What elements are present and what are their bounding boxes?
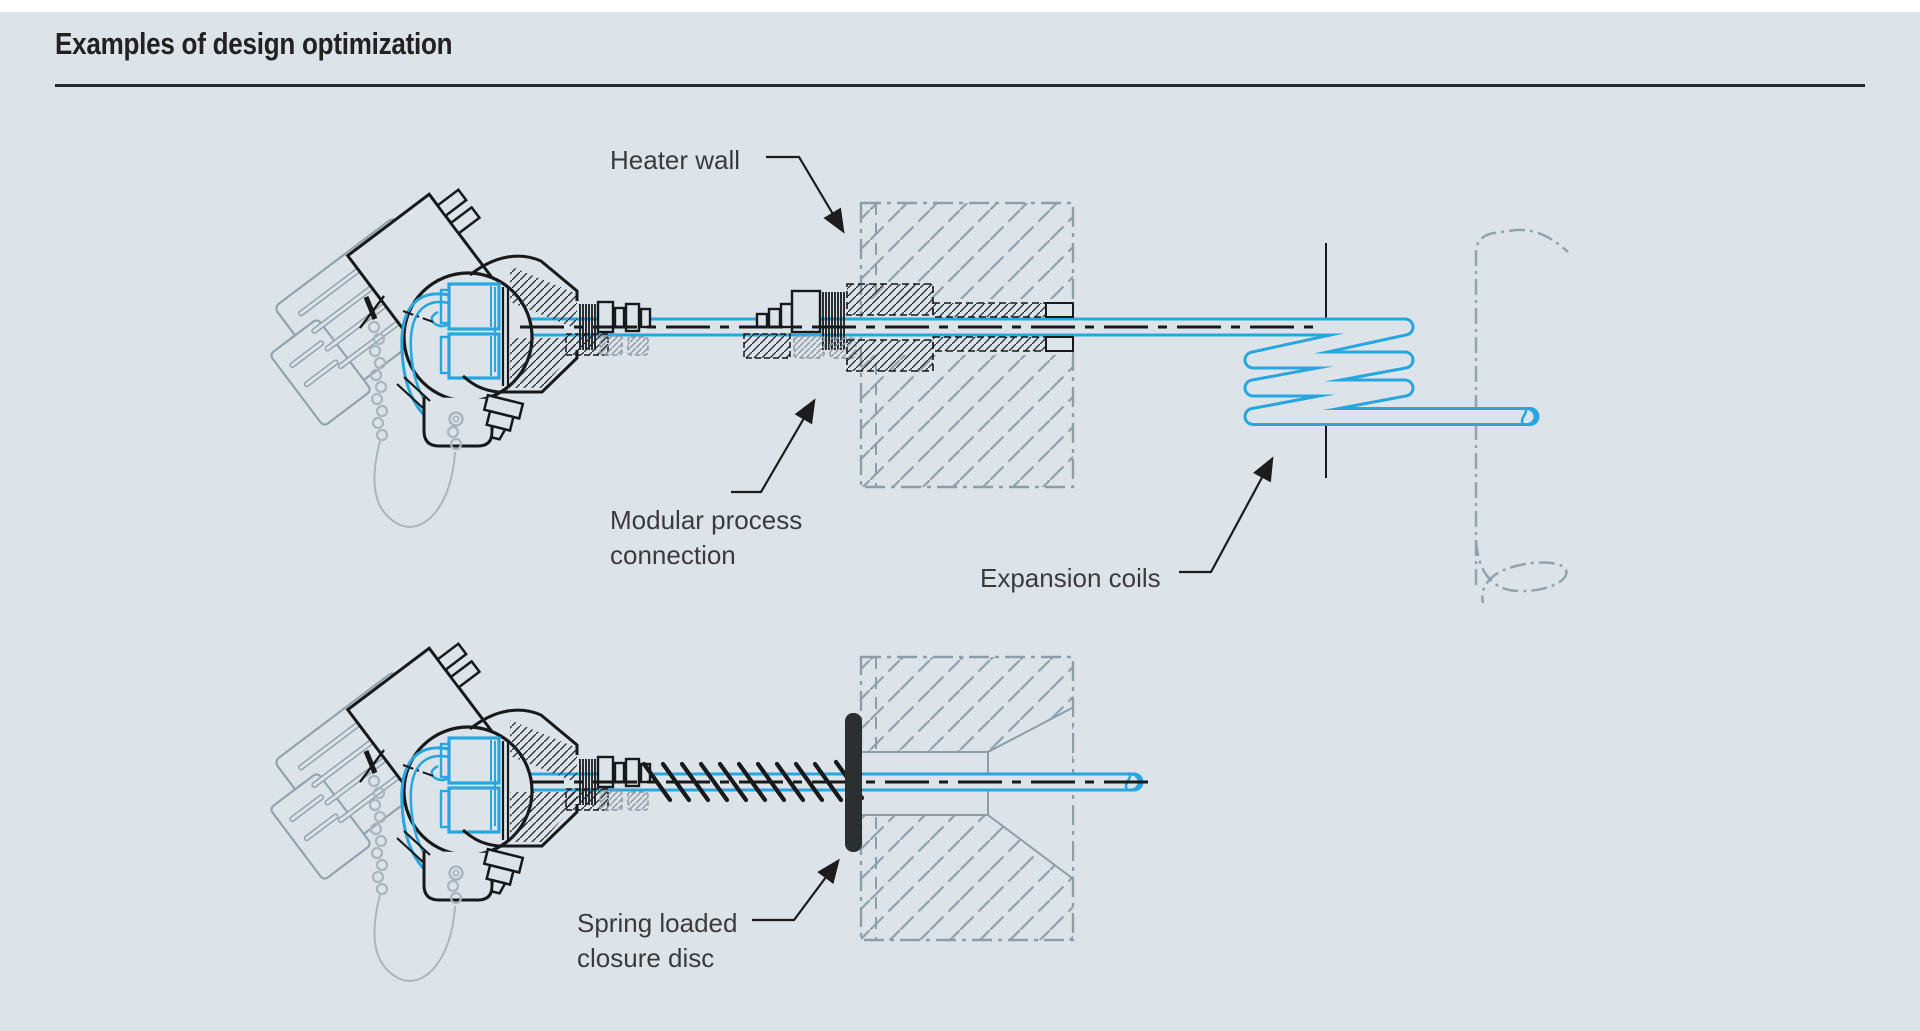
top-diagram <box>248 155 1569 604</box>
title-underline <box>55 84 1865 87</box>
bottom-diagram <box>248 630 1156 981</box>
label-expansion-coils: Expansion coils <box>980 563 1161 593</box>
heater-element-outline <box>1474 228 1569 604</box>
modular-connection-leader-arrow <box>731 398 816 494</box>
page-top-margin <box>0 0 1920 12</box>
label-heater-wall: Heater wall <box>610 145 741 175</box>
expansion-coils-leader-arrow <box>1179 456 1274 574</box>
spring <box>641 759 865 803</box>
heater-wall-leader-arrow <box>766 155 845 234</box>
process-connection-fitting <box>743 283 1074 372</box>
closure-disc-leader-arrow <box>752 858 840 922</box>
expansion-coil <box>492 317 1540 426</box>
label-spring-loaded-closure-disc: Spring loaded closure disc <box>577 908 738 973</box>
label-modular-process-connection: Modular process connection <box>610 505 803 570</box>
tube-break-symbol <box>1520 406 1528 426</box>
closure-disc <box>845 713 862 852</box>
page-title: Examples of design optimization <box>55 26 453 61</box>
heater-wall-block-bottom <box>859 655 1075 942</box>
